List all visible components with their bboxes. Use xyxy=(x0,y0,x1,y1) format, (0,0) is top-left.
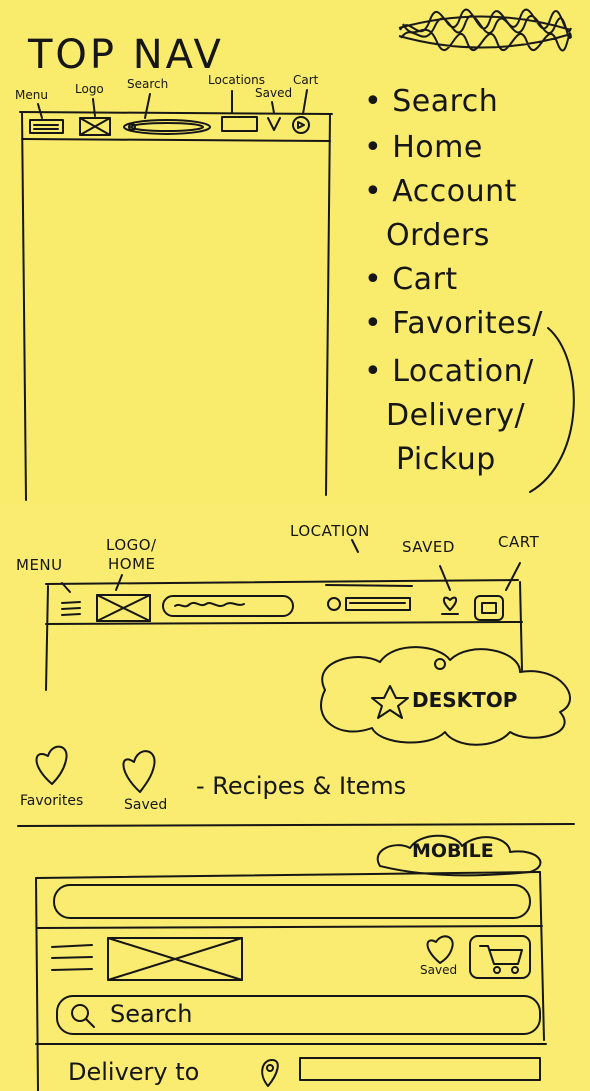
bullet-orders-text: Orders xyxy=(386,218,490,253)
label-menu-desktop: MENU xyxy=(16,556,63,574)
label-cart: Cart xyxy=(293,73,319,87)
bullet-location: • Location/ xyxy=(364,354,534,389)
bullet-location-text: Location/ xyxy=(392,354,534,389)
desktop-cloud-label: DESKTOP xyxy=(412,688,518,712)
favorites-label: Favorites xyxy=(20,793,84,809)
bullet-home-text: Home xyxy=(392,130,483,165)
label-saved: Saved xyxy=(255,86,293,100)
recipes-items-note: - Recipes & Items xyxy=(196,772,407,800)
label-menu: Menu xyxy=(15,88,48,102)
saved-label: Saved xyxy=(124,797,168,813)
bullet-search-text: Search xyxy=(392,84,499,119)
label-logo: Logo xyxy=(75,82,104,96)
delivery-to-label: Delivery to xyxy=(68,1058,200,1086)
label-cart-desktop: CART xyxy=(498,533,540,551)
label-location-desktop: LOCATION xyxy=(290,522,370,540)
scribbled-out-text xyxy=(398,8,572,52)
label-locations: Locations xyxy=(208,73,266,87)
sticky-note-top-nav xyxy=(0,0,590,505)
bullet-favorites: • Favorites/ xyxy=(364,306,543,341)
note-title: TOP NAV xyxy=(28,32,224,78)
bullet-home: • Home xyxy=(364,130,483,165)
bullet-pickup-text: Pickup xyxy=(396,442,496,477)
label-logo-home-line2: HOME xyxy=(108,555,156,573)
bullet-account: • Account xyxy=(364,174,517,209)
bullet-account-text: Account xyxy=(392,174,517,209)
mobile-saved-label: Saved xyxy=(420,963,458,977)
bullet-favorites-text: Favorites/ xyxy=(392,306,543,341)
mobile-search-label: Search xyxy=(110,1000,193,1028)
label-search: Search xyxy=(127,77,169,91)
bullet-search: • Search xyxy=(364,84,499,119)
label-logo-home-line1: LOGO/ xyxy=(106,536,157,554)
bullet-delivery-text: Delivery/ xyxy=(386,398,526,433)
mobile-cloud-label: MOBILE xyxy=(412,840,494,862)
bullet-cart: • Cart xyxy=(364,262,458,297)
bullet-cart-text: Cart xyxy=(392,262,458,297)
label-saved-desktop: SAVED xyxy=(402,538,455,556)
